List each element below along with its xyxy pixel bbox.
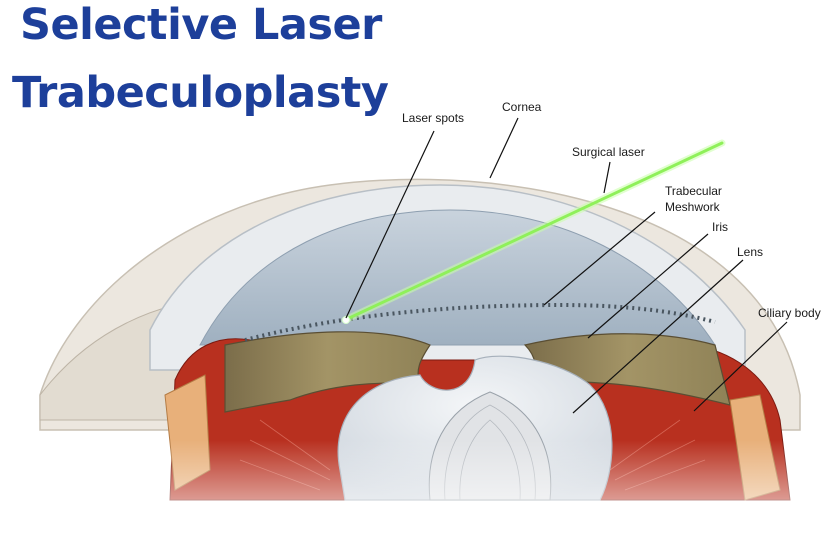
leader-lines: [345, 117, 788, 414]
label-iris: Iris: [712, 220, 728, 234]
label-lens: Lens: [737, 245, 764, 259]
anterior-chamber: [199, 209, 716, 346]
title-line-2: Trabeculoplasty: [12, 68, 389, 118]
title-line-1: Selective Laser: [20, 0, 382, 50]
label-ciliary-body: Ciliary body: [758, 306, 821, 320]
leader-cornea: [489, 117, 519, 179]
label-surgical-laser: Surgical laser: [572, 145, 645, 159]
label-cornea: Cornea: [502, 100, 542, 114]
laser-spot: [342, 316, 350, 324]
bottom-fade: [0, 440, 834, 556]
leader-laser-spots: [345, 130, 435, 319]
leader-iris: [587, 233, 709, 339]
trabecular-band: [244, 302, 716, 342]
label-trabecular-line2: Meshwork: [665, 200, 720, 214]
leader-trabecular: [543, 211, 656, 306]
laser-beam: [343, 141, 724, 322]
leader-ciliary: [693, 321, 788, 412]
label-trabecular-line1: Trabecular: [665, 184, 722, 198]
label-laser-spots: Laser spots: [402, 111, 465, 125]
leader-surgical-laser: [603, 161, 611, 194]
leader-lens: [572, 259, 744, 414]
